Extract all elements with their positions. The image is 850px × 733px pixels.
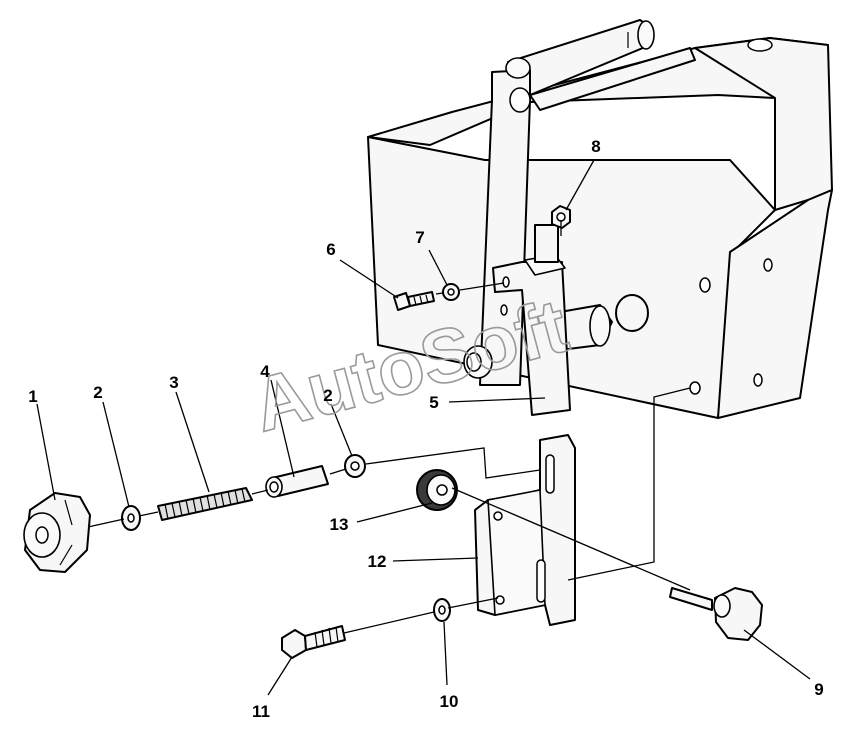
callout-4: 4: [260, 362, 270, 381]
housing-body: [367, 37, 833, 419]
part-10-washer: [433, 598, 451, 622]
part-2-washer-right: [344, 454, 366, 478]
face-hole: [689, 381, 701, 395]
part-9-star-knob: [669, 587, 763, 641]
part-3-threaded-stud: [157, 487, 253, 521]
callout-2-right: 2: [323, 386, 332, 405]
callout-3: 3: [169, 373, 178, 392]
callout-labels: 1 2 2 3 4 5 6 7 8 9 10 11 12 13: [28, 137, 823, 721]
part-7-washer: [442, 283, 460, 301]
part-1-knob: [23, 492, 91, 573]
callout-9: 9: [814, 680, 823, 699]
callout-13: 13: [330, 515, 349, 534]
part-4-spacer-tube: [265, 465, 329, 498]
part-13-gear: [416, 469, 458, 511]
part-12-adjust-bracket: [474, 434, 576, 626]
top-hole: [747, 38, 773, 52]
face-hole: [699, 277, 711, 293]
shaft-boss: [615, 294, 649, 332]
face-hole: [753, 373, 763, 387]
face-hole: [763, 258, 773, 272]
callout-8: 8: [591, 137, 600, 156]
part-11-hex-bolt: [281, 625, 346, 659]
callout-6: 6: [326, 240, 335, 259]
callout-11: 11: [252, 702, 270, 721]
callout-7: 7: [415, 228, 424, 247]
callout-1: 1: [28, 387, 37, 406]
callout-10: 10: [440, 692, 459, 711]
lever-arm: [463, 19, 696, 386]
callout-2-left: 2: [93, 383, 102, 402]
part-8-nut: [551, 205, 571, 229]
assembly-lines: [36, 159, 811, 696]
part-5-shift-bracket: [492, 224, 571, 416]
part-2-washer-left: [121, 505, 141, 531]
callout-5: 5: [429, 393, 438, 412]
callout-12: 12: [368, 552, 387, 571]
